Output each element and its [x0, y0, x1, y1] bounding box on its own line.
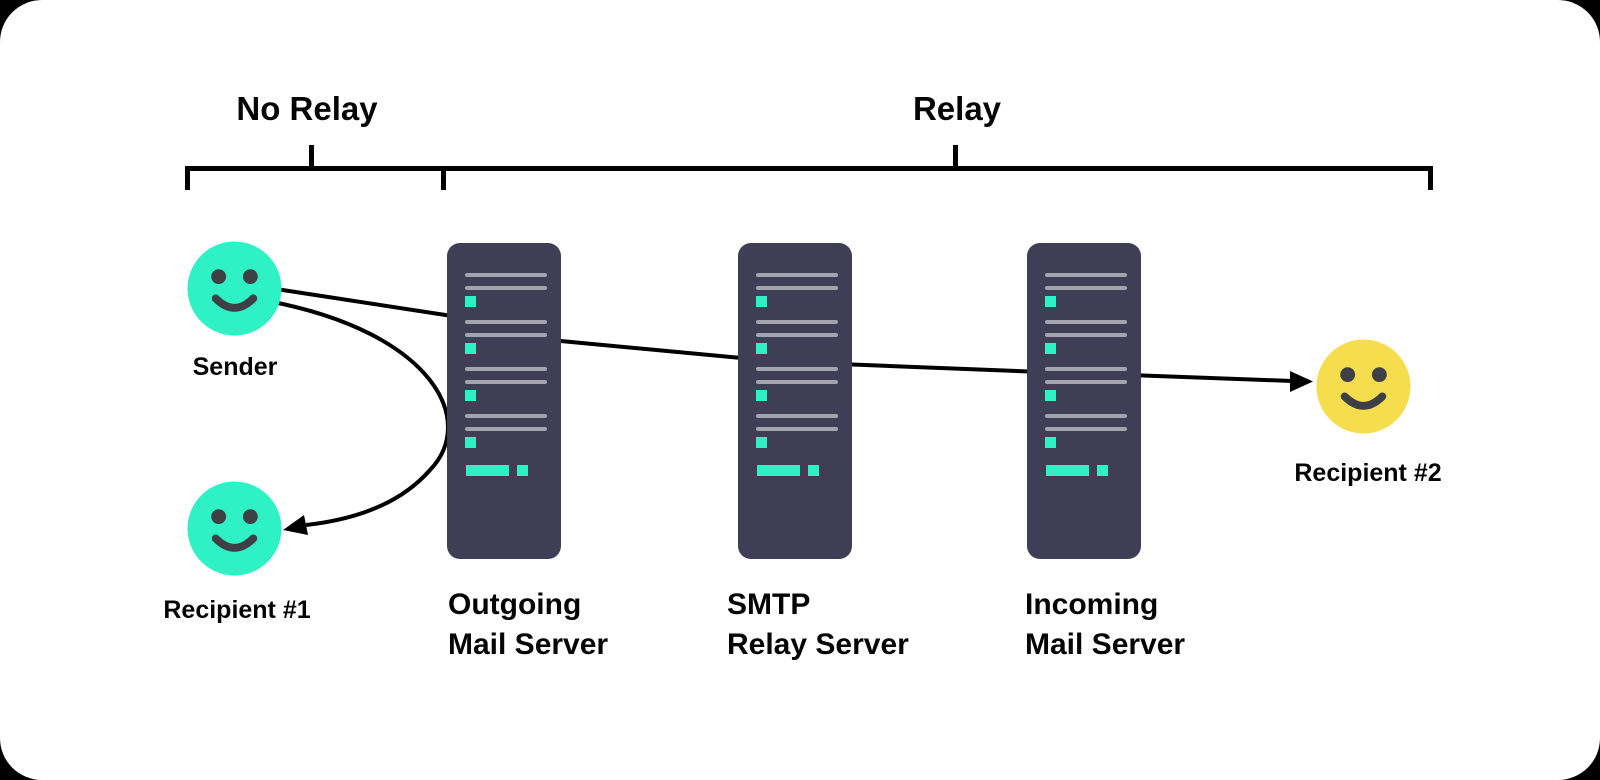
rack-led-chip [1045, 343, 1056, 354]
bracket-line [185, 166, 1433, 171]
rack-stripe [1045, 367, 1127, 371]
outgoing-label-line2: Mail Server [448, 628, 609, 661]
wire-sender-to-outgoing [262, 285, 466, 320]
wire-sender-to-recipient1 [267, 299, 450, 527]
rack-led-bar [466, 465, 509, 476]
sender-label: Sender [192, 353, 278, 381]
rack-led-chip [1045, 437, 1056, 448]
rack-stripe [465, 333, 547, 337]
rack-led-chip [1045, 296, 1056, 307]
rack-led-chip [756, 437, 767, 448]
no-relay-section-label: No Relay [236, 90, 378, 127]
recipient1-smiley-face-icon [187, 481, 282, 576]
rack-stripe [465, 320, 547, 324]
rack-stripe [756, 286, 838, 290]
rack-stripe [465, 367, 547, 371]
server-rack-icon-incoming [1027, 243, 1141, 559]
outgoing-label-line1: Outgoing [448, 588, 582, 621]
rack-led-chip [517, 465, 528, 476]
rack-led-chip [756, 296, 767, 307]
rack-led-chip [1097, 465, 1108, 476]
relay-section-label: Relay [912, 90, 1002, 127]
rack-led-chip [465, 437, 476, 448]
rack-stripe [1045, 427, 1127, 431]
rack-stripe [1045, 333, 1127, 337]
incoming-label-line2: Mail Server [1025, 628, 1186, 661]
rack-stripe [1045, 320, 1127, 324]
server-rack-icon-smtp-relay [738, 243, 852, 559]
rack-stripe [1045, 380, 1127, 384]
rack-stripe [756, 367, 838, 371]
recipient2-smiley-face-icon [1316, 339, 1411, 434]
rack-stripe [465, 414, 547, 418]
rack-led-chip [808, 465, 819, 476]
rack-stripe [756, 273, 838, 277]
arrow-icon [283, 515, 308, 535]
rack-stripe [756, 380, 838, 384]
rack-stripe [465, 286, 547, 290]
bracket-tick-divider [441, 166, 446, 190]
rack-led-chip [465, 390, 476, 401]
recipient1-label: Recipient #1 [163, 596, 311, 624]
wire-incoming-to-recipient2 [1129, 373, 1293, 383]
rack-led-chip [1045, 390, 1056, 401]
rack-stripe [756, 427, 838, 431]
rack-stripe [756, 333, 838, 337]
rack-led-chip [465, 296, 476, 307]
rack-stripe [465, 380, 547, 384]
incoming-mail-server-label: Incoming Mail Server [1025, 585, 1185, 665]
outgoing-mail-server-label: Outgoing Mail Server [448, 585, 608, 665]
smtp-relay-server-label: SMTP Relay Server [727, 585, 909, 665]
rack-led-bar [1046, 465, 1089, 476]
rack-stripe [1045, 414, 1127, 418]
rack-stripe [756, 320, 838, 324]
wire-smtp-to-incoming [839, 362, 1043, 374]
rack-stripe [756, 414, 838, 418]
smtp-label-line2: Relay Server [727, 628, 909, 661]
wire-outgoing-to-smtp [549, 338, 753, 361]
sender-smiley-face-icon [187, 241, 282, 336]
rack-stripe [1045, 273, 1127, 277]
recipient2-label: Recipient #2 [1294, 459, 1442, 487]
bracket-pointer-no-relay [309, 145, 314, 170]
smtp-label-line1: SMTP [727, 588, 811, 621]
rack-stripe [465, 273, 547, 277]
arrow-icon [1290, 371, 1313, 392]
incoming-label-line1: Incoming [1025, 588, 1159, 621]
bracket-tick-left [185, 166, 190, 190]
bracket-tick-right [1428, 166, 1433, 190]
rack-led-chip [756, 390, 767, 401]
rack-stripe [465, 427, 547, 431]
server-rack-icon-outgoing [447, 243, 561, 559]
rack-led-chip [756, 343, 767, 354]
rack-led-chip [465, 343, 476, 354]
bracket-pointer-relay [953, 145, 958, 170]
rack-led-bar [757, 465, 800, 476]
rack-stripe [1045, 286, 1127, 290]
